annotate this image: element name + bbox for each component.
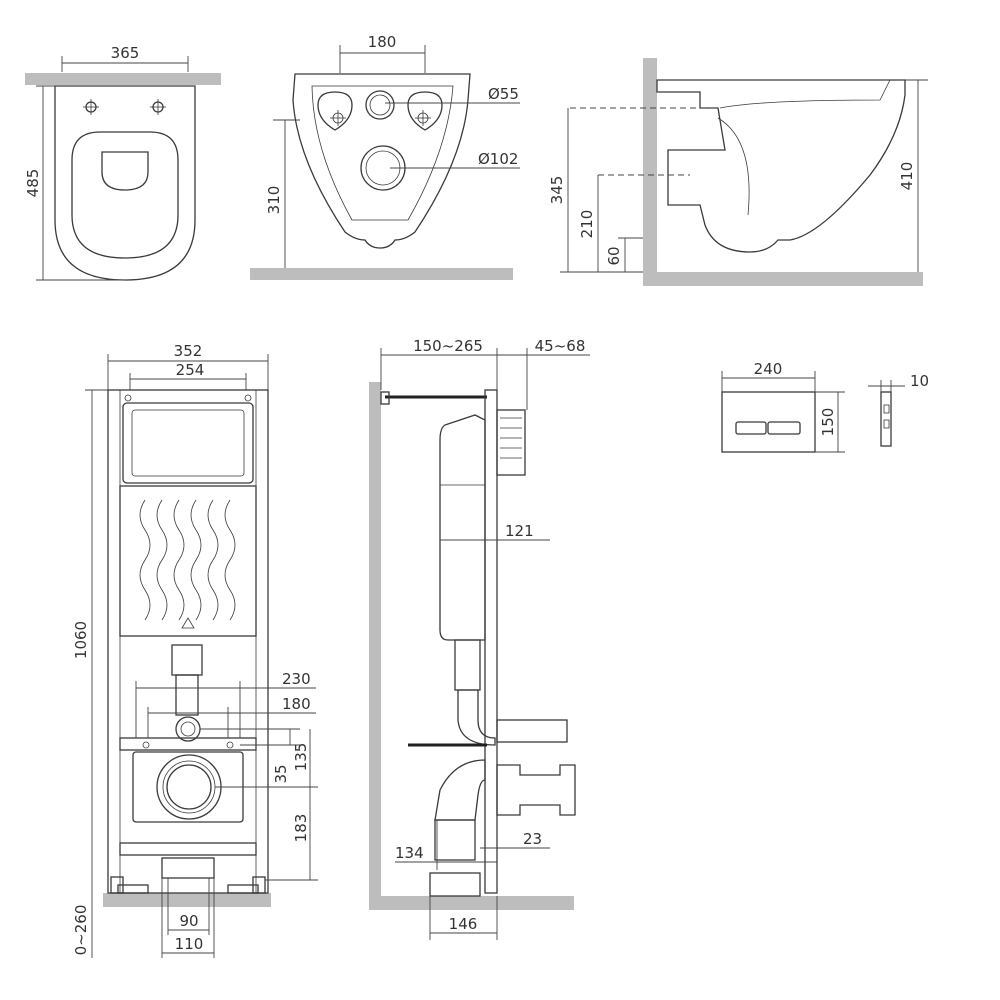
dim-w23: 23 — [523, 830, 542, 848]
dim-frame-height: 1060 — [72, 621, 90, 659]
dim-front-depth: 45~68 — [535, 337, 586, 355]
bowl-profile — [656, 79, 906, 253]
dim-h183: 183 — [292, 814, 310, 843]
flush-button-large — [767, 421, 801, 435]
dim-h60: 60 — [605, 246, 623, 265]
insulation-pattern — [139, 499, 236, 621]
dim-h35: 35 — [272, 764, 290, 783]
flush-plate-view: 240 150 10 — [721, 360, 929, 453]
waste-outlet-connector — [496, 764, 576, 816]
seat-inner — [101, 151, 149, 191]
seat-outline — [71, 131, 179, 259]
flush-plate-side — [880, 391, 892, 447]
dim-adjust: 0~260 — [72, 905, 90, 956]
frame-side-view: 150~265 45~68 121 134 23 146 — [369, 337, 590, 940]
dim-bowl-width: 365 — [111, 44, 140, 62]
frame-front-view: 352 254 1060 230 180 35 135 183 0~260 90 — [72, 342, 318, 958]
dim-elbow: 134 — [395, 844, 424, 862]
dim-outlet-small: Ø55 — [488, 85, 519, 103]
cistern-cover — [122, 402, 254, 484]
cover-housing — [496, 409, 526, 476]
waste-elbow — [434, 759, 486, 821]
wall-strip-side — [643, 58, 657, 286]
recycle-icon — [181, 617, 195, 629]
wall-strip — [25, 73, 221, 85]
dim-base: 146 — [449, 915, 478, 933]
dim-h345: 345 — [548, 176, 566, 205]
dim-w90: 90 — [179, 912, 198, 930]
dim-inner-width: 254 — [176, 361, 205, 379]
rear-outline — [292, 73, 471, 249]
wall-strip-frame — [369, 382, 381, 910]
floor-strip-frame — [103, 893, 271, 907]
dim-outlet-height: 310 — [265, 186, 283, 215]
frame-post — [484, 389, 498, 894]
water-inlet-pipe — [496, 719, 568, 743]
dim-outlet-large: Ø102 — [478, 150, 518, 168]
dim-tank-depth: 121 — [505, 522, 534, 540]
bowl-outline — [54, 85, 196, 281]
cistern-body — [119, 485, 257, 637]
flush-button-small — [735, 421, 767, 435]
dim-h210: 210 — [578, 210, 596, 239]
tank-body — [439, 414, 486, 641]
dim-plate-width: 240 — [754, 360, 783, 378]
dim-w230: 230 — [282, 670, 311, 688]
frame-outline — [107, 389, 269, 894]
dim-h135: 135 — [292, 743, 310, 772]
dim-outer-width: 352 — [174, 342, 203, 360]
mount-hole-icon — [150, 99, 166, 115]
flush-plate — [721, 391, 816, 453]
bowl-side-view: 345 210 60 410 — [548, 58, 928, 286]
mount-hole-icon — [83, 99, 99, 115]
dim-wall-gap: 150~265 — [413, 337, 483, 355]
dim-h410: 410 — [898, 162, 916, 191]
bowl-top-view: 365 485 — [24, 44, 221, 281]
dim-mount-spacing: 180 — [368, 33, 397, 51]
outlet-small-circle — [365, 90, 395, 120]
dim-w180: 180 — [282, 695, 311, 713]
dim-plate-height: 150 — [819, 408, 837, 437]
dim-bowl-depth: 485 — [24, 169, 42, 198]
floor-strip-frame-side — [369, 896, 574, 910]
bowl-rear-view: 180 Ø55 Ø102 310 — [250, 33, 520, 280]
floor-strip-side — [643, 272, 923, 286]
dim-w110: 110 — [175, 935, 204, 953]
dim-plate-thickness: 10 — [910, 372, 929, 390]
floor-strip — [250, 268, 513, 280]
